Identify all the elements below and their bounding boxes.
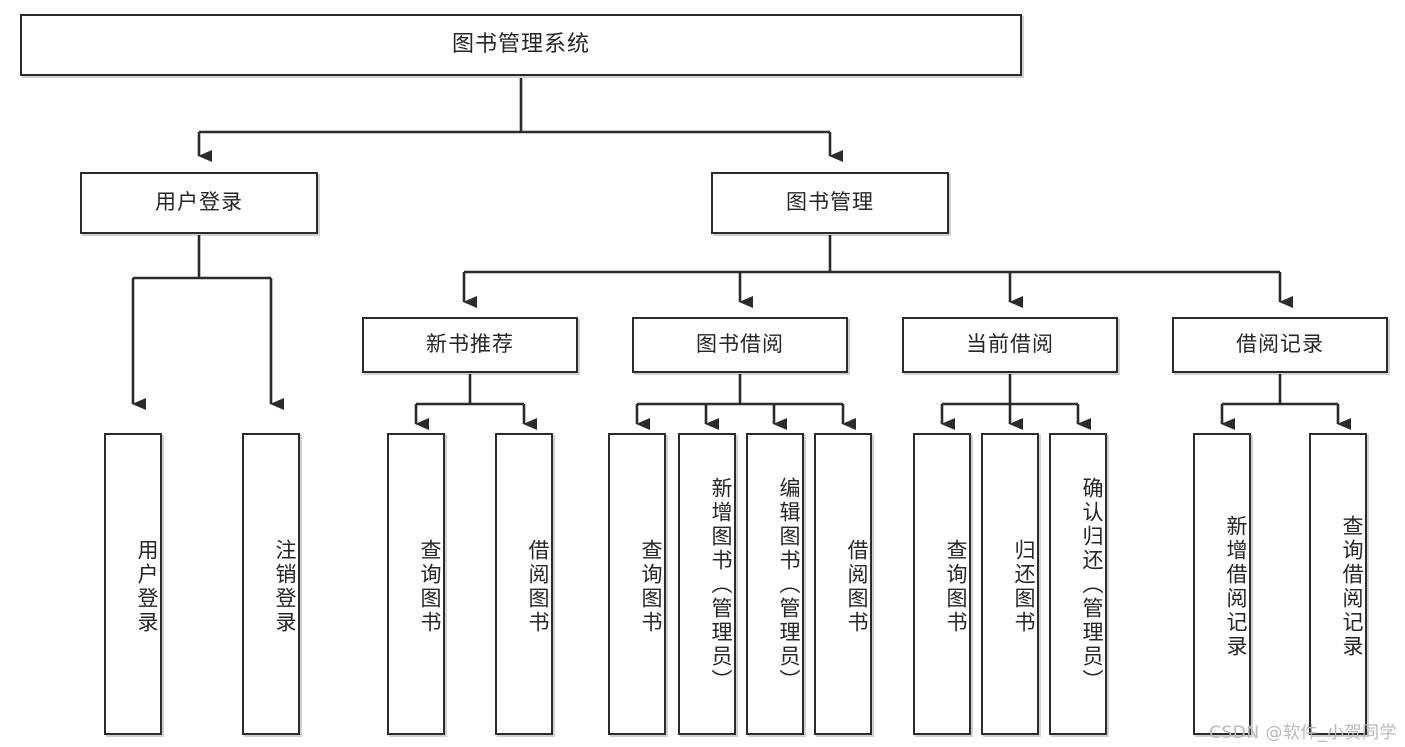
node-leaf-edit-book-label: 编辑图书（管理员） [777, 477, 801, 693]
node-leaf-logout-label: 注销登录 [273, 539, 297, 635]
node-current-borrow[interactable]: 当前借阅 [902, 317, 1118, 373]
node-borrow-record-label: 借阅记录 [1236, 332, 1324, 357]
node-leaf-user-login[interactable]: 用户登录 [104, 433, 162, 735]
node-leaf-query-record-label: 查询借阅记录 [1340, 515, 1364, 659]
node-leaf-query-book-2-label: 查询图书 [639, 539, 663, 635]
node-leaf-borrow-book-2-label: 借阅图书 [845, 539, 869, 635]
node-leaf-add-book-label: 新增图书（管理员） [709, 477, 733, 693]
node-borrow-record[interactable]: 借阅记录 [1172, 317, 1388, 373]
node-leaf-add-record-label: 新增借阅记录 [1224, 515, 1248, 659]
node-book-manage[interactable]: 图书管理 [711, 172, 949, 234]
node-leaf-borrow-book-1[interactable]: 借阅图书 [495, 433, 553, 735]
node-leaf-query-book-3-label: 查询图书 [944, 539, 968, 635]
node-leaf-add-record[interactable]: 新增借阅记录 [1193, 433, 1251, 735]
node-book-borrow[interactable]: 图书借阅 [632, 317, 848, 373]
node-leaf-return-book-label: 归还图书 [1012, 539, 1036, 635]
node-leaf-add-book[interactable]: 新增图书（管理员） [678, 433, 736, 735]
node-leaf-query-book-1[interactable]: 查询图书 [387, 433, 445, 735]
node-leaf-borrow-book-2[interactable]: 借阅图书 [814, 433, 872, 735]
node-root[interactable]: 图书管理系统 [20, 14, 1022, 76]
node-leaf-confirm-return[interactable]: 确认归还（管理员） [1049, 433, 1107, 735]
node-leaf-user-login-label: 用户登录 [135, 539, 159, 635]
node-leaf-return-book[interactable]: 归还图书 [981, 433, 1039, 735]
node-current-borrow-label: 当前借阅 [966, 332, 1054, 357]
node-leaf-query-book-2[interactable]: 查询图书 [608, 433, 666, 735]
node-new-book-rec[interactable]: 新书推荐 [362, 317, 578, 373]
node-leaf-query-book-3[interactable]: 查询图书 [913, 433, 971, 735]
node-leaf-edit-book[interactable]: 编辑图书（管理员） [746, 433, 804, 735]
node-leaf-query-record[interactable]: 查询借阅记录 [1309, 433, 1367, 735]
node-user-login-label: 用户登录 [155, 190, 243, 215]
node-new-book-rec-label: 新书推荐 [426, 332, 514, 357]
node-book-borrow-label: 图书借阅 [696, 332, 784, 357]
node-leaf-borrow-book-1-label: 借阅图书 [526, 539, 550, 635]
node-leaf-confirm-return-label: 确认归还（管理员） [1080, 477, 1104, 693]
csdn-watermark: CSDN @软件_小贺同学 [1209, 723, 1397, 743]
node-book-manage-label: 图书管理 [786, 190, 874, 215]
node-leaf-query-book-1-label: 查询图书 [418, 539, 442, 635]
node-leaf-logout[interactable]: 注销登录 [242, 433, 300, 735]
node-user-login[interactable]: 用户登录 [80, 172, 318, 234]
node-root-label: 图书管理系统 [451, 31, 590, 57]
